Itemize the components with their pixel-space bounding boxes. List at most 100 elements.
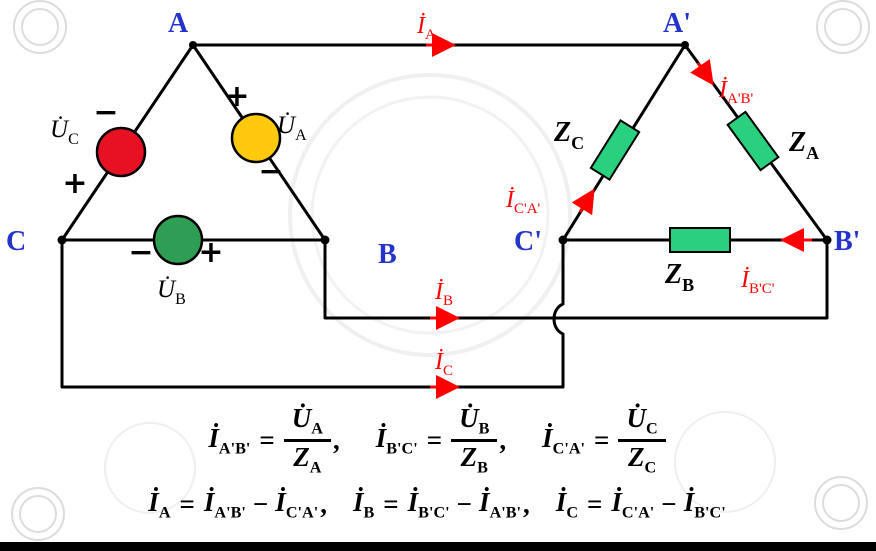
node-label-c-prime: C' — [514, 226, 542, 257]
variable-sub: A'B' — [214, 503, 246, 522]
polarity-minus-uc: − — [93, 95, 118, 130]
watermark-seal — [816, 0, 870, 54]
source-uc-circle — [95, 126, 147, 178]
variable: İ — [352, 486, 364, 517]
source-ua-circle — [230, 112, 282, 164]
node-label-c: C — [6, 226, 26, 257]
fraction-numerator: U̇A — [283, 403, 331, 442]
variable: U̇ — [626, 403, 646, 433]
line-c-wire — [60, 240, 565, 389]
variable: Z — [627, 441, 645, 472]
voltage-sources — [95, 112, 282, 266]
junction-dot — [822, 235, 832, 245]
node-label-b: B — [378, 239, 397, 270]
equation-term: İB'C' — [408, 487, 450, 522]
load-impedances — [589, 110, 780, 253]
polarity-minus-ub: − — [128, 235, 153, 270]
arrow-ica — [571, 188, 595, 216]
equation-lhs: İA'B' — [208, 423, 250, 458]
source-ub-circle — [152, 214, 204, 266]
polarity-plus-ua: + — [224, 79, 249, 114]
variable: İ — [542, 422, 553, 453]
variable: Z — [293, 441, 310, 472]
watermark-seal — [288, 73, 572, 357]
equation-term: İC'A' — [275, 487, 318, 522]
equation-term: İC'A' — [611, 487, 654, 522]
variable: Z — [460, 441, 478, 472]
impedance-label-zb: ZB — [664, 259, 694, 295]
variable-sub: A — [158, 503, 171, 522]
phase-current-equations: İA'B' = U̇A ZA , İB'C' = U̇B ZB , İC'… — [208, 403, 667, 477]
polarity-plus-uc: + — [62, 166, 87, 201]
variable: İ — [375, 422, 387, 453]
minus-operator: − — [456, 488, 473, 519]
variable-sub: C'A' — [552, 439, 586, 458]
equals-sign: = — [594, 424, 610, 455]
current-label-ic: İC — [434, 349, 453, 379]
watermark-seal — [19, 495, 57, 533]
watermark-seal — [674, 411, 776, 513]
variable: U̇ — [291, 403, 312, 433]
junction-dot — [681, 41, 689, 49]
node-label-a: A — [168, 8, 189, 39]
variable-sub: C'A' — [285, 503, 319, 522]
fraction-numerator: U̇B — [451, 403, 498, 442]
watermark-seal — [104, 422, 196, 514]
bottom-bar — [0, 542, 876, 551]
minus-operator: − — [661, 488, 677, 519]
equation-lhs: İA — [148, 487, 170, 522]
impedance-label-za: ZA — [788, 127, 819, 163]
fraction: U̇A ZA — [283, 403, 331, 477]
variable-sub: B'C' — [694, 503, 726, 522]
variable-sub: B — [478, 419, 490, 438]
current-arrows — [426, 33, 812, 399]
watermark-seal — [824, 8, 862, 46]
fraction-numerator: U̇C — [618, 403, 666, 442]
equation-ica: İC'A' = U̇C ZC — [542, 403, 667, 477]
impedance-label-zc: ZC — [553, 117, 584, 153]
variable: İ — [407, 486, 419, 517]
watermark-seal — [11, 487, 65, 541]
equation-ia: İA = İA'B' − İC'A' , — [148, 487, 327, 522]
impedance-zc-box — [589, 119, 641, 181]
equations-block: İA'B' = U̇A ZA , İB'C' = U̇B ZB , İC'… — [0, 403, 876, 522]
variable: İ — [555, 486, 567, 517]
impedance-za-box — [726, 110, 780, 172]
impedance-zb-box — [669, 227, 731, 253]
fraction-denominator: ZB — [461, 442, 488, 477]
watermark-seal — [13, 0, 67, 54]
current-label-ica: İC'A' — [505, 187, 541, 217]
watermarks — [11, 0, 870, 541]
comma: , — [523, 488, 530, 519]
line-current-equations: İA = İA'B' − İC'A' , İB = İB'C' − I… — [148, 487, 727, 522]
equation-ic: İC = İC'A' − İB'C' — [556, 487, 728, 522]
variable-sub: A'B' — [489, 503, 522, 522]
variable: İ — [611, 486, 622, 517]
equation-term: İA'B' — [204, 487, 246, 522]
junction-dot — [558, 235, 568, 245]
junction-dot — [57, 235, 67, 245]
watermark-seal — [814, 476, 868, 530]
current-label-ib: İB — [434, 279, 453, 309]
current-label-iab: İA'B' — [718, 77, 754, 107]
equation-iab: İA'B' = U̇A ZA , — [208, 403, 339, 477]
equals-sign: = — [259, 424, 275, 455]
fraction-denominator: ZC — [628, 442, 656, 477]
variable: İ — [683, 486, 695, 517]
junction-dots — [57, 41, 832, 245]
equals-sign: = — [179, 488, 195, 519]
source-label-uc: U̇C — [50, 116, 79, 148]
junction-dot — [189, 41, 197, 49]
variable-sub: B'C' — [386, 439, 418, 458]
variable: U̇ — [459, 403, 479, 433]
line-b-wire — [323, 240, 829, 320]
current-label-ia: İA — [416, 13, 436, 43]
variable-sub: A'B' — [218, 439, 251, 458]
comma: , — [499, 424, 507, 455]
variable-sub: B — [363, 503, 375, 522]
variable: İ — [275, 486, 286, 517]
fraction: U̇B ZB — [451, 403, 498, 477]
fraction: U̇C ZC — [618, 403, 666, 477]
variable: İ — [148, 486, 159, 517]
